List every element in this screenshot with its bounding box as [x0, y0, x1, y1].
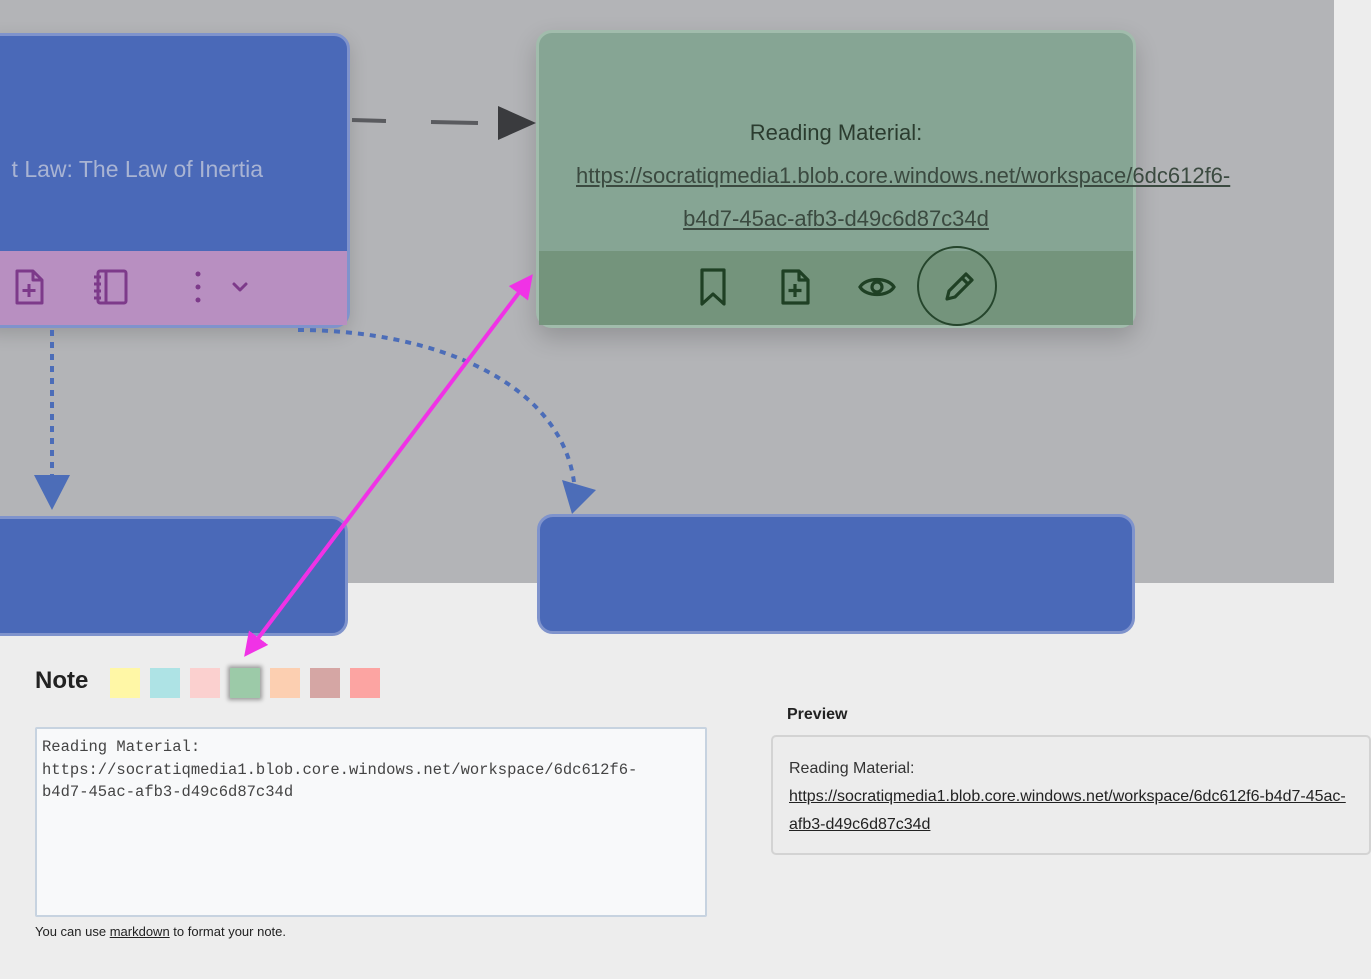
more-vertical-icon[interactable] — [178, 267, 218, 307]
color-swatch[interactable] — [190, 668, 220, 698]
mindmap-canvas[interactable]: t Law: The Law of Inertia Reading Materi — [0, 0, 1334, 636]
color-swatch[interactable] — [310, 668, 340, 698]
reading-node-url-line1[interactable]: https://socratiqmedia1.blob.core.windows… — [576, 163, 1231, 188]
color-swatch-selected[interactable] — [230, 668, 260, 698]
color-swatch[interactable] — [350, 668, 380, 698]
markdown-link[interactable]: markdown — [109, 924, 170, 939]
reading-node-toolbar — [539, 251, 1133, 325]
topic-node-toolbar — [0, 251, 347, 325]
edit-button-highlight[interactable] — [917, 246, 997, 326]
note-heading: Note — [35, 667, 89, 694]
notebook-icon[interactable] — [91, 267, 131, 307]
color-swatch[interactable] — [110, 668, 140, 698]
reading-node-content: Reading Material: https://socratiqmedia1… — [539, 111, 1231, 240]
preview-url-link[interactable]: https://socratiqmedia1.blob.core.windows… — [789, 788, 1346, 833]
add-page-icon[interactable] — [9, 267, 49, 307]
markdown-help: You can use markdown to format your note… — [35, 924, 286, 939]
reading-node-url-line2[interactable]: b4d7-45ac-afb3-d49c6d87c34d — [683, 206, 989, 231]
note-textarea[interactable] — [35, 727, 707, 917]
topic-node-title: t Law: The Law of Inertia — [11, 156, 263, 182]
child-node-right[interactable] — [537, 514, 1135, 634]
bookmark-icon[interactable] — [693, 267, 733, 307]
preview-box: Reading Material: https://socratiqmedia1… — [771, 735, 1371, 855]
help-suffix: to format your note. — [169, 924, 287, 939]
topic-node[interactable]: t Law: The Law of Inertia — [0, 33, 350, 328]
preview-label: Reading Material: — [789, 760, 915, 777]
color-swatch[interactable] — [270, 668, 300, 698]
color-swatch[interactable] — [150, 668, 180, 698]
chevron-down-icon[interactable] — [220, 267, 260, 307]
add-page-icon[interactable] — [775, 267, 815, 307]
note-editor-panel: Note You can use markdown to format your… — [0, 583, 1371, 979]
help-prefix: You can use — [35, 924, 110, 939]
eye-icon[interactable] — [857, 267, 897, 307]
preview-heading: Preview — [787, 706, 848, 723]
reading-material-node[interactable]: Reading Material: https://socratiqmedia1… — [536, 30, 1231, 328]
reading-node-label: Reading Material: — [749, 120, 923, 145]
